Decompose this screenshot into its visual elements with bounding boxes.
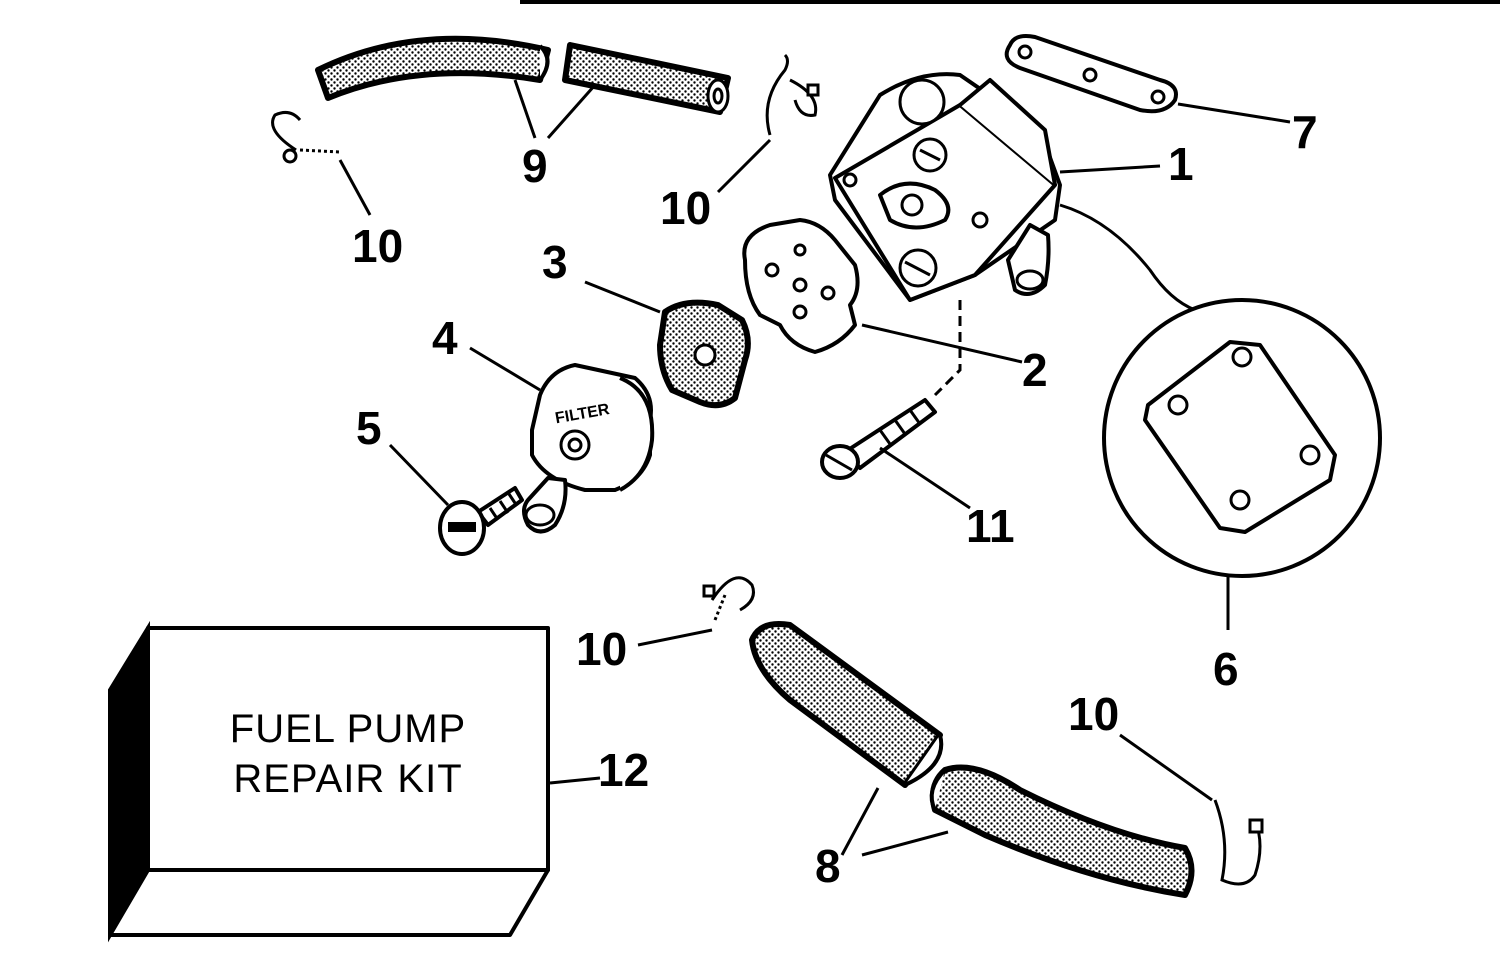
part-10-clamp-top-left: [271, 110, 341, 164]
part-8-fuel-hoses: [749, 621, 1195, 898]
callout-7: 7: [1292, 106, 1318, 158]
callout-12: 12: [598, 744, 649, 796]
part-10-clamp-middle-left: [702, 576, 755, 621]
callout-5: 5: [356, 402, 382, 454]
callout-1: 1: [1168, 138, 1194, 190]
callout-2: 2: [1022, 344, 1048, 396]
callout-4: 4: [432, 312, 458, 364]
part-6-gasket-detail: [1102, 298, 1382, 578]
part-5-screw: [438, 486, 524, 556]
callout-9: 9: [522, 140, 548, 192]
part-9-fuel-hoses: [315, 35, 731, 115]
part-2-diaphragm: [742, 218, 860, 354]
part-1-fuel-pump: [828, 72, 1196, 312]
callout-10-top-left: 10: [352, 220, 403, 272]
part-3-filter-screen: [657, 299, 751, 409]
callout-3: 3: [542, 236, 568, 288]
callout-10-top-middle: 10: [660, 182, 711, 234]
callout-10-bottom-right: 10: [1068, 688, 1119, 740]
callout-11: 11: [966, 500, 1015, 552]
part-4-filter-cap: FILTER: [522, 363, 655, 534]
leader-lines: [338, 79, 1291, 857]
callout-10-middle-left: 10: [576, 623, 627, 675]
part-12-repair-kit-box: FUEL PUMP REPAIR KIT: [108, 620, 550, 943]
part-7-gasket: [1004, 34, 1178, 114]
part-10-clamp-top-middle: [765, 53, 820, 136]
callout-8: 8: [815, 840, 841, 892]
kit-label-line2: REPAIR KIT: [233, 757, 462, 801]
part-11-screw: [820, 300, 962, 480]
kit-label-line1: FUEL PUMP: [230, 707, 466, 751]
part-10-clamp-bottom-right: [1213, 799, 1264, 886]
callout-6: 6: [1213, 643, 1239, 695]
